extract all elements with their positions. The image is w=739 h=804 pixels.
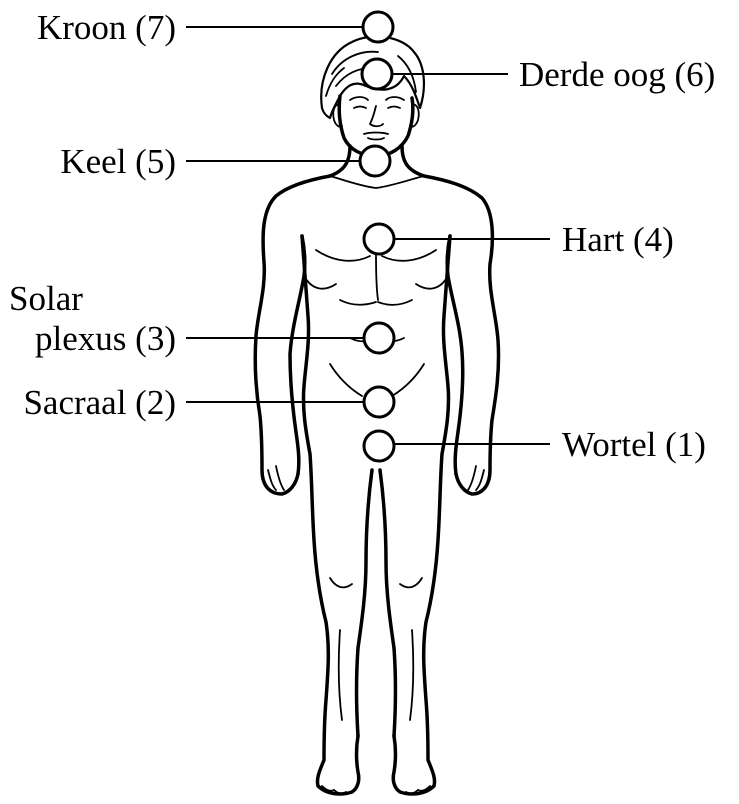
label-third-eye: Derde oog (6) xyxy=(519,55,715,94)
root-chakra-circle xyxy=(364,431,394,461)
chakra-circles xyxy=(360,12,394,461)
label-solar-plexus-line1: Solar xyxy=(9,279,83,318)
sacral-chakra-circle xyxy=(364,387,394,417)
label-root: Wortel (1) xyxy=(562,425,706,464)
third-eye-chakra-circle xyxy=(362,59,392,89)
label-solar-plexus-line2: plexus (3) xyxy=(35,319,176,358)
throat-chakra-circle xyxy=(360,146,390,176)
label-heart: Hart (4) xyxy=(562,220,674,259)
crown-chakra-circle xyxy=(363,12,393,42)
left-torso-leg-outline xyxy=(302,236,359,794)
label-sacral: Sacraal (2) xyxy=(23,383,176,422)
label-throat: Keel (5) xyxy=(60,142,176,181)
right-torso-leg-outline xyxy=(393,236,450,794)
label-crown: Kroon (7) xyxy=(37,8,176,47)
solar-plexus-chakra-circle xyxy=(364,323,394,353)
heart-chakra-circle xyxy=(364,224,394,254)
